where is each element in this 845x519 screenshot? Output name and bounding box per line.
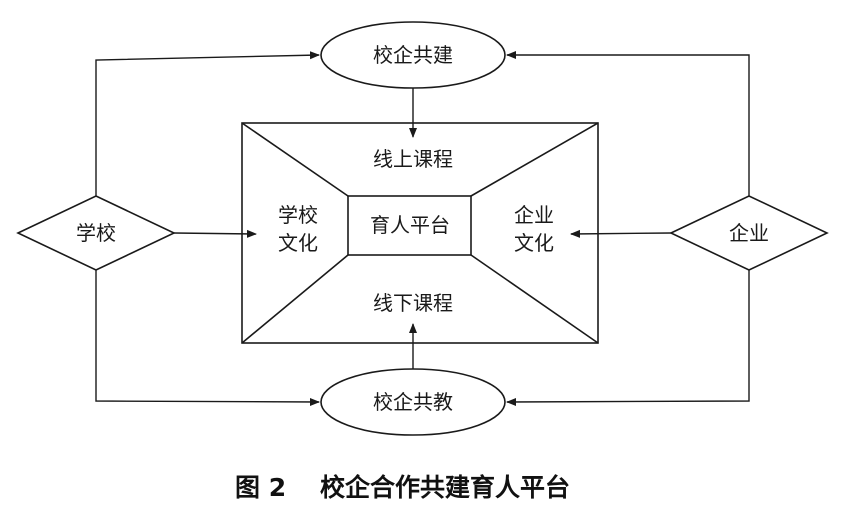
enterprise-to-co-build-arrow (506, 51, 750, 196)
platform-box (347, 195, 472, 256)
figure-number: 图 2 (235, 473, 286, 502)
enterprise-to-co-teach-arrow (506, 270, 750, 406)
school-culture-label-line1: 学校 (278, 203, 318, 227)
enterprise-to-culture-arrow (570, 229, 672, 238)
platform-label: 育人平台 (370, 213, 450, 237)
corner-line-tr (470, 122, 599, 197)
enterprise-label: 企业 (729, 221, 769, 245)
figure-title: 校企合作共建育人平台 (320, 473, 570, 502)
co-teach-label: 校企共教 (373, 390, 453, 414)
enterprise-culture-label-line2: 文化 (514, 231, 554, 255)
school-to-culture-arrow (173, 229, 257, 238)
enterprise-diamond (669, 195, 829, 271)
enterprise-culture-label-line1: 企业 (514, 203, 554, 227)
online-course-label: 线上课程 (373, 147, 453, 171)
school-label: 学校 (76, 221, 116, 245)
co-build-label: 校企共建 (373, 43, 453, 67)
corner-line-tl (241, 122, 349, 197)
outer-frame (241, 122, 599, 344)
corner-line-bl (241, 254, 349, 344)
corner-line-br (470, 254, 599, 344)
school-to-co-teach-arrow (95, 270, 320, 406)
school-culture-label-line2: 文化 (278, 231, 318, 255)
offline-course-label: 线下课程 (373, 291, 453, 315)
school-to-co-build-arrow (95, 51, 320, 196)
